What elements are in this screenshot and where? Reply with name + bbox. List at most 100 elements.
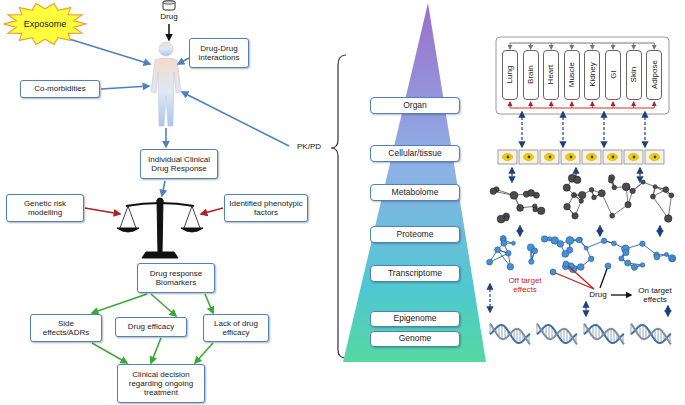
flow-arrow [205, 294, 213, 313]
dna-helix [631, 324, 671, 345]
level-box: Cellular/tissue [370, 145, 460, 162]
scale-post [157, 200, 163, 252]
text-label: Off target effects [502, 276, 548, 294]
network-node [537, 207, 544, 214]
starburst-node: Exposome [3, 2, 87, 46]
dna-rung [658, 329, 659, 343]
process-box: Drug efficacy [115, 317, 187, 337]
genetic-arrow [85, 208, 120, 214]
organ-link-tick [530, 43, 531, 49]
input-arrows [66, 38, 289, 196]
network-node [598, 190, 605, 197]
node-text: Heart [547, 65, 556, 85]
network-node [663, 187, 669, 193]
dna-rung [661, 330, 662, 343]
cell-nucleus [507, 156, 510, 159]
on-target-line [600, 266, 608, 288]
cell-body [608, 154, 618, 161]
network-node [507, 263, 514, 270]
cell-row [498, 150, 664, 164]
drug-cap [163, 1, 175, 4]
node-text: Individual Clinical Drug Response [144, 155, 214, 173]
dna-rung [611, 329, 612, 343]
bracket [331, 55, 346, 358]
organ-top-link [510, 43, 654, 44]
node-text: Drug-Drug interactions [193, 44, 245, 62]
level-box: Proteome [370, 226, 460, 243]
network-node [622, 183, 630, 191]
cell-box [519, 150, 538, 164]
network-node [653, 185, 657, 189]
flow-arrow [151, 338, 161, 363]
node-text: Kidney [588, 63, 597, 87]
network-node [533, 207, 538, 212]
cell-body [545, 154, 555, 161]
scale-string [128, 206, 136, 228]
flow-arrow [151, 294, 176, 316]
level-arrow [644, 112, 645, 147]
process-box: Genetic risk modelling [6, 194, 84, 222]
network-node [625, 202, 631, 208]
node-text: Co-morbidities [34, 84, 86, 93]
network-node [557, 241, 564, 248]
level-arrow [519, 226, 520, 236]
dna-rung [549, 325, 550, 339]
network-node [589, 188, 594, 193]
level-arrow [521, 112, 522, 147]
cell-nucleus [612, 156, 615, 159]
scale-pan [117, 228, 139, 232]
level-arrow [659, 226, 660, 236]
scale-beam [126, 203, 194, 206]
organ-link-tick [633, 102, 634, 108]
cell-body [650, 154, 660, 161]
node-text: Cellular/tissue [388, 149, 441, 159]
pkpd-arrow [182, 92, 289, 146]
node-text: Side effects/ADRs [34, 319, 98, 337]
network-node [592, 195, 597, 200]
dna-rung [564, 329, 565, 343]
network-node [670, 257, 675, 262]
metabolite-network [490, 174, 674, 223]
dna-rung [520, 330, 521, 343]
level-arrow [599, 226, 600, 236]
network-node [601, 238, 607, 244]
node-text: Metabolome [392, 188, 439, 198]
cell-nucleus [528, 156, 531, 159]
network-node [564, 203, 571, 210]
omics-networks [487, 174, 676, 272]
network-node [588, 256, 594, 262]
organ-link-tick [592, 43, 593, 49]
starburst-outline [4, 4, 86, 45]
network-node [576, 237, 581, 242]
label-box: Drug [152, 12, 186, 21]
organ-box: Brain [523, 50, 539, 100]
dna-helix [584, 324, 624, 345]
network-node [612, 185, 617, 190]
organ-link-tick [592, 102, 593, 108]
cell-box [582, 150, 601, 164]
level-arrow [667, 306, 668, 316]
network-node [510, 191, 518, 199]
text-label: PK/PD [291, 142, 327, 151]
organ-link-tick [510, 102, 511, 108]
node-text: Clinical decision regarding ongoing trea… [121, 370, 201, 398]
organ-link-tick [571, 102, 572, 108]
network-node [612, 241, 617, 246]
level-arrow [603, 112, 604, 147]
dna-helices [490, 324, 671, 345]
dna-helix [490, 324, 530, 345]
network-node [532, 248, 538, 254]
level-arrow [562, 112, 563, 147]
dna-strand [490, 324, 530, 345]
network-node [640, 241, 645, 246]
network-node [572, 193, 577, 198]
network-node [495, 247, 501, 253]
network-node [664, 252, 668, 256]
node-text: Exposome [24, 19, 67, 29]
comorbidity-arrow [101, 86, 149, 89]
node-text: Muscle [567, 62, 576, 87]
network-node [541, 236, 547, 242]
cell-box [498, 150, 517, 164]
